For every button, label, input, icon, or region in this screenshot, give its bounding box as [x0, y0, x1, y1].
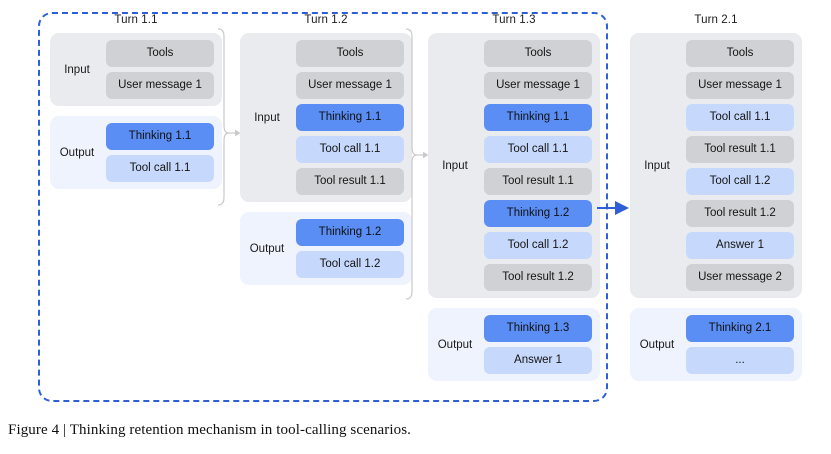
message-chip: Thinking 1.1	[296, 104, 404, 131]
turn-column-title: Turn 1.3	[492, 14, 536, 26]
output-group-label: Output	[639, 338, 675, 351]
message-chip: Tools	[296, 40, 404, 67]
message-chip: Tool call 1.2	[484, 232, 592, 259]
message-chip: Tool call 1.2	[686, 168, 794, 195]
message-chip: Tool result 1.2	[686, 200, 794, 227]
message-chip: Tool result 1.1	[296, 168, 404, 195]
message-chip: Tool result 1.2	[484, 264, 592, 291]
message-chip: Tool result 1.1	[484, 168, 592, 195]
message-chip: User message 2	[686, 264, 794, 291]
figure-caption: Figure 4 | Thinking retention mechanism …	[8, 422, 411, 438]
turn-column-title: Turn 1.2	[304, 14, 348, 26]
message-chip: Answer 1	[484, 347, 592, 374]
message-chip: Tools	[484, 40, 592, 67]
message-chip: Thinking 1.2	[296, 219, 404, 246]
input-group-label: Input	[64, 63, 90, 76]
session-to-next-turn-arrow	[597, 198, 631, 218]
message-chip: Thinking 1.1	[106, 123, 214, 150]
input-group-label: Input	[442, 159, 468, 172]
message-chip: Tools	[686, 40, 794, 67]
message-chip: Thinking 1.2	[484, 200, 592, 227]
message-chip: Tool call 1.1	[296, 136, 404, 163]
message-chip: Thinking 2.1	[686, 315, 794, 342]
input-group-label: Input	[644, 159, 670, 172]
message-chip: ...	[686, 347, 794, 374]
message-chip: User message 1	[484, 72, 592, 99]
message-chip: Tools	[106, 40, 214, 67]
output-group-label: Output	[437, 338, 473, 351]
message-chip: Thinking 1.3	[484, 315, 592, 342]
message-chip: Tool call 1.1	[484, 136, 592, 163]
message-chip: Thinking 1.1	[484, 104, 592, 131]
message-chip: Tool call 1.1	[686, 104, 794, 131]
message-chip: User message 1	[106, 72, 214, 99]
output-group-label: Output	[249, 242, 285, 255]
output-group: Output Thinking 2.1...	[630, 308, 802, 381]
message-chip: Tool call 1.2	[296, 251, 404, 278]
message-chip: User message 1	[296, 72, 404, 99]
message-chip: Answer 1	[686, 232, 794, 259]
input-group-label: Input	[254, 111, 280, 124]
turn-column-title: Turn 1.1	[114, 14, 158, 26]
message-chip: User message 1	[686, 72, 794, 99]
output-group-label: Output	[59, 146, 95, 159]
turn-column-title: Turn 2.1	[694, 14, 738, 26]
message-chip: Tool result 1.1	[686, 136, 794, 163]
message-chip-list: Thinking 2.1...	[686, 315, 794, 374]
message-chip: Tool call 1.1	[106, 155, 214, 182]
